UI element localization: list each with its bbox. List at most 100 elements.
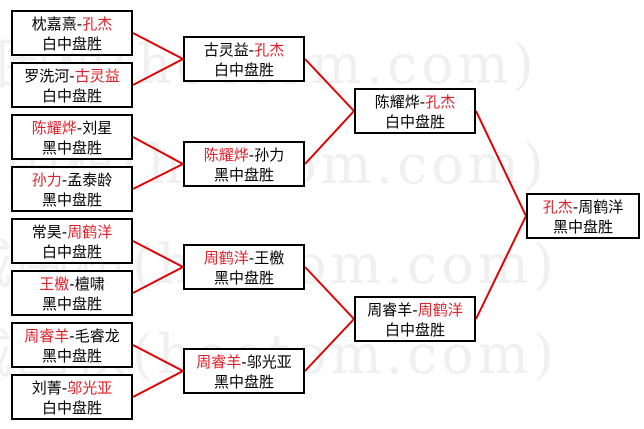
round1-match-box: 王檄-檀啸黑中盘胜 xyxy=(11,270,133,316)
round1-match-box: 枕嘉熹-孔杰白中盘胜 xyxy=(11,10,133,56)
versus-dash: - xyxy=(76,119,83,137)
player-white: 王檄 xyxy=(254,249,285,267)
round2-match-box: 周睿羊-邬光亚黑中盘胜 xyxy=(183,348,305,394)
round2-match-box: 陈耀烨-孙力黑中盘胜 xyxy=(183,141,305,187)
match-players: 周鹤洋-王檄 xyxy=(185,248,303,268)
player-white: 周鹤洋 xyxy=(67,223,113,241)
match-result: 白中盘胜 xyxy=(384,113,445,131)
versus-dash: - xyxy=(248,41,255,59)
match-players: 周睿羊-邬光亚 xyxy=(185,352,303,372)
match-result: 黑中盘胜 xyxy=(213,166,274,184)
player-white: 刘星 xyxy=(82,119,113,137)
versus-dash: - xyxy=(69,275,75,293)
player-white: 孔杰 xyxy=(254,41,285,59)
match-players: 枕嘉熹-孔杰 xyxy=(13,14,131,34)
bracket-connector-line xyxy=(475,215,527,320)
player-black: 枕嘉熹 xyxy=(31,15,77,33)
player-white: 孙力 xyxy=(254,146,285,164)
match-result: 白中盘胜 xyxy=(213,61,274,79)
player-black: 王檄 xyxy=(39,275,70,293)
player-white: 孟泰龄 xyxy=(67,171,113,189)
match-result: 黑中盘胜 xyxy=(213,269,274,287)
player-white: 古灵益 xyxy=(74,67,120,85)
match-result: 白中盘胜 xyxy=(384,321,445,339)
bracket-connector-line xyxy=(132,58,184,86)
bracket-connector-line xyxy=(132,344,184,372)
match-players: 孙力-孟泰龄 xyxy=(13,170,131,190)
bracket-connector-line xyxy=(132,163,184,190)
match-players: 陈耀烨-孙力 xyxy=(185,145,303,165)
round2-match-box: 古灵益-孔杰白中盘胜 xyxy=(183,36,305,82)
player-white: 邬光亚 xyxy=(246,353,292,371)
player-black: 陈耀烨 xyxy=(203,146,249,164)
player-white: 孔杰 xyxy=(82,15,113,33)
bracket-connector-line xyxy=(304,266,355,320)
versus-dash: - xyxy=(241,353,247,371)
player-black: 刘菁 xyxy=(31,379,62,397)
bracket-connector-line xyxy=(304,58,355,112)
player-black: 孔杰 xyxy=(542,198,573,216)
player-white: 孔杰 xyxy=(425,93,456,111)
player-white: 周鹤洋 xyxy=(417,301,463,319)
versus-dash: - xyxy=(412,301,418,319)
player-white: 周鹤洋 xyxy=(578,198,624,216)
bracket-connector-line xyxy=(475,110,527,217)
round1-match-box: 常昊-周鹤洋白中盘胜 xyxy=(11,218,133,264)
match-result: 白中盘胜 xyxy=(41,399,102,417)
final-match-box: 孔杰-周鹤洋黑中盘胜 xyxy=(526,193,640,239)
match-players: 古灵益-孔杰 xyxy=(185,40,303,60)
match-result: 黑中盘胜 xyxy=(41,295,102,313)
bracket-connector-line xyxy=(304,318,355,372)
match-players: 孔杰-周鹤洋 xyxy=(528,197,638,217)
bracket-connector-line xyxy=(132,32,184,60)
round3-match-box: 陈耀烨-孔杰白中盘胜 xyxy=(354,88,476,134)
player-black: 罗洗河 xyxy=(24,67,70,85)
player-white: 毛睿龙 xyxy=(74,327,120,345)
match-players: 王檄-檀啸 xyxy=(13,274,131,294)
match-players: 周睿羊-毛睿龙 xyxy=(13,326,131,346)
match-result: 黑中盘胜 xyxy=(41,139,102,157)
match-players: 陈耀烨-孔杰 xyxy=(356,92,474,112)
player-black: 周睿羊 xyxy=(367,301,413,319)
bracket-connector-line xyxy=(132,266,184,294)
versus-dash: - xyxy=(61,223,68,241)
versus-dash: - xyxy=(69,67,75,85)
player-black: 陈耀烨 xyxy=(31,119,77,137)
versus-dash: - xyxy=(248,249,255,267)
round1-match-box: 刘菁-邬光亚白中盘胜 xyxy=(11,374,133,420)
versus-dash: - xyxy=(61,171,68,189)
player-black: 古灵益 xyxy=(203,41,249,59)
bracket-connector-line xyxy=(132,240,184,268)
player-black: 常昊 xyxy=(31,223,62,241)
versus-dash: - xyxy=(419,93,426,111)
player-white: 檀啸 xyxy=(74,275,105,293)
bracket-connector-line xyxy=(132,136,184,165)
match-players: 刘菁-邬光亚 xyxy=(13,378,131,398)
player-white: 邬光亚 xyxy=(67,379,113,397)
versus-dash: - xyxy=(69,327,75,345)
versus-dash: - xyxy=(572,198,579,216)
bracket-connector-line xyxy=(304,110,355,165)
versus-dash: - xyxy=(76,15,83,33)
versus-dash: - xyxy=(248,146,255,164)
player-black: 孙力 xyxy=(31,171,62,189)
match-players: 陈耀烨-刘星 xyxy=(13,118,131,138)
player-black: 周睿羊 xyxy=(24,327,70,345)
match-players: 常昊-周鹤洋 xyxy=(13,222,131,242)
round1-match-box: 陈耀烨-刘星黑中盘胜 xyxy=(11,114,133,160)
match-result: 黑中盘胜 xyxy=(41,191,102,209)
match-result: 黑中盘胜 xyxy=(552,218,613,236)
round1-match-box: 罗洗河-古灵益白中盘胜 xyxy=(11,62,133,108)
match-players: 周睿羊-周鹤洋 xyxy=(356,300,474,320)
match-result: 白中盘胜 xyxy=(41,35,102,53)
match-result: 白中盘胜 xyxy=(41,243,102,261)
match-result: 黑中盘胜 xyxy=(41,347,102,365)
match-result: 白中盘胜 xyxy=(41,87,102,105)
versus-dash: - xyxy=(61,379,68,397)
player-black: 陈耀烨 xyxy=(374,93,420,111)
round1-match-box: 孙力-孟泰龄黑中盘胜 xyxy=(11,166,133,212)
round1-match-box: 周睿羊-毛睿龙黑中盘胜 xyxy=(11,322,133,368)
bracket-connector-line xyxy=(132,370,184,398)
match-players: 罗洗河-古灵益 xyxy=(13,66,131,86)
